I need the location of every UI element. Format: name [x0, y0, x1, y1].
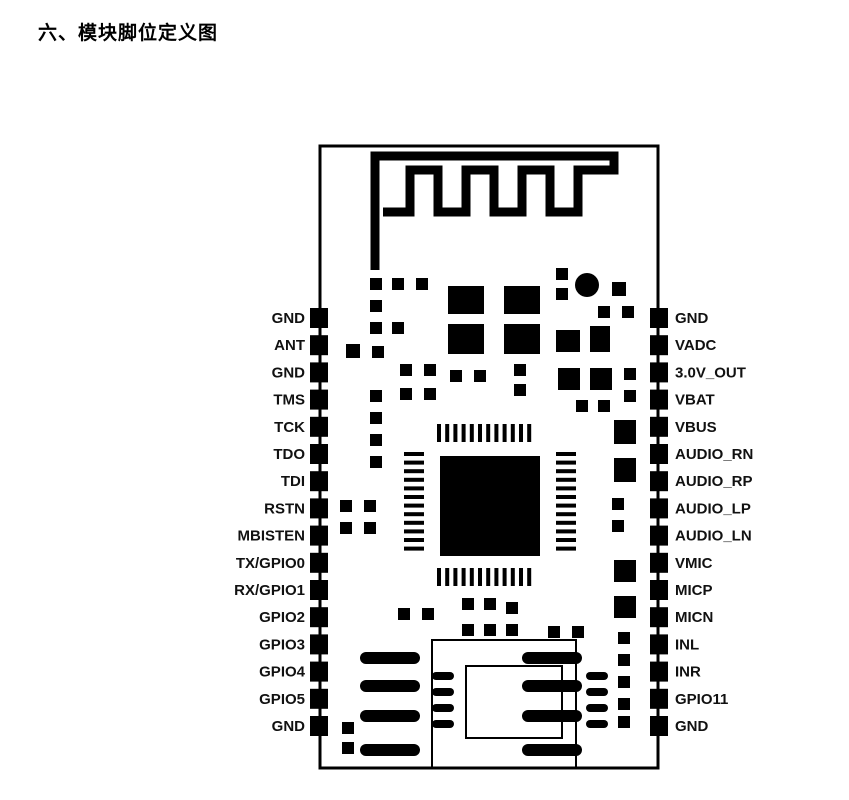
left-pin-pad [310, 335, 328, 356]
right-pin-pad [650, 716, 668, 736]
pin-label: AUDIO_RP [675, 473, 753, 490]
pin-label: MICP [675, 582, 713, 599]
right-pin-pad [650, 416, 668, 437]
pin-label: GPIO5 [259, 691, 305, 708]
main-ic [404, 424, 576, 586]
pin-label: GPIO4 [259, 664, 306, 681]
right-pin-pad [650, 498, 668, 519]
right-pin-pad [650, 389, 668, 410]
left-pin-pad [310, 308, 328, 328]
pin-label: 3.0V_OUT [675, 364, 746, 381]
pin-label: GPIO2 [259, 609, 305, 626]
pin-label: AUDIO_LN [675, 528, 752, 545]
pin-label: VADC [675, 337, 717, 354]
left-pin-pad [310, 362, 328, 383]
pin-label: TDI [281, 473, 305, 490]
right-pin-pad [650, 362, 668, 383]
right-pin-pad [650, 552, 668, 573]
oscillator-area [360, 639, 608, 769]
left-pin-pad [310, 498, 328, 519]
left-pin-pad [310, 661, 328, 682]
left-pin-column: GND ANT GND TMS TCK TDO TDI RSTN MBISTEN TX/GPIO0… [234, 308, 328, 736]
pin-label: GPIO3 [259, 636, 305, 653]
right-pin-pad [650, 471, 668, 492]
left-pin-pad [310, 552, 328, 573]
antenna-trace [370, 151, 619, 270]
pin-label: RX/GPIO1 [234, 582, 305, 599]
left-pin-pad [310, 607, 328, 628]
pin-label: GND [272, 364, 306, 381]
pin-label: TDO [273, 446, 305, 463]
pin-label: TCK [274, 419, 305, 436]
left-pin-pad [310, 634, 328, 655]
right-pin-pad [650, 580, 668, 600]
right-pin-column: GND VADC 3.0V_OUT VBAT VBUS AUDIO_RN AUDIO_RP A… [650, 308, 753, 736]
page-title: 六、模块脚位定义图 [38, 22, 219, 44]
right-pin-pad [650, 634, 668, 655]
right-pin-pad [650, 661, 668, 682]
pin-label: GND [272, 718, 306, 735]
pin-label: GND [675, 310, 709, 327]
pin-label: GPIO11 [675, 691, 728, 708]
left-pin-pad [310, 389, 328, 410]
left-pin-pad [310, 444, 328, 464]
left-pin-pad [310, 471, 328, 492]
right-pin-pad [650, 607, 668, 628]
pin-label: TX/GPIO0 [236, 555, 305, 572]
right-pin-pad [650, 444, 668, 464]
pin-label: RSTN [264, 500, 305, 517]
pin-label: AUDIO_RN [675, 446, 753, 463]
pin-label: TMS [273, 392, 305, 409]
pin-label: AUDIO_LP [675, 500, 751, 517]
pin-label: MICN [675, 609, 713, 626]
left-pin-pad [310, 580, 328, 600]
component-pads [340, 268, 636, 754]
pin-label: VBAT [675, 392, 715, 409]
pin-label: INR [675, 664, 701, 681]
left-pin-pad [310, 688, 328, 709]
pin-label: ANT [274, 337, 305, 354]
left-pin-pad [310, 416, 328, 437]
left-pin-pad [310, 525, 328, 546]
right-pin-pad [650, 525, 668, 546]
left-pin-pad [310, 716, 328, 736]
right-pin-pad [650, 688, 668, 709]
pin-label: INL [675, 636, 699, 653]
pin-label: GND [675, 718, 709, 735]
pin-label: GND [272, 310, 306, 327]
pin-label: MBISTEN [238, 528, 306, 545]
pin-label: VMIC [675, 555, 713, 572]
right-pin-pad [650, 335, 668, 356]
pin-label: VBUS [675, 419, 717, 436]
right-pin-pad [650, 308, 668, 328]
